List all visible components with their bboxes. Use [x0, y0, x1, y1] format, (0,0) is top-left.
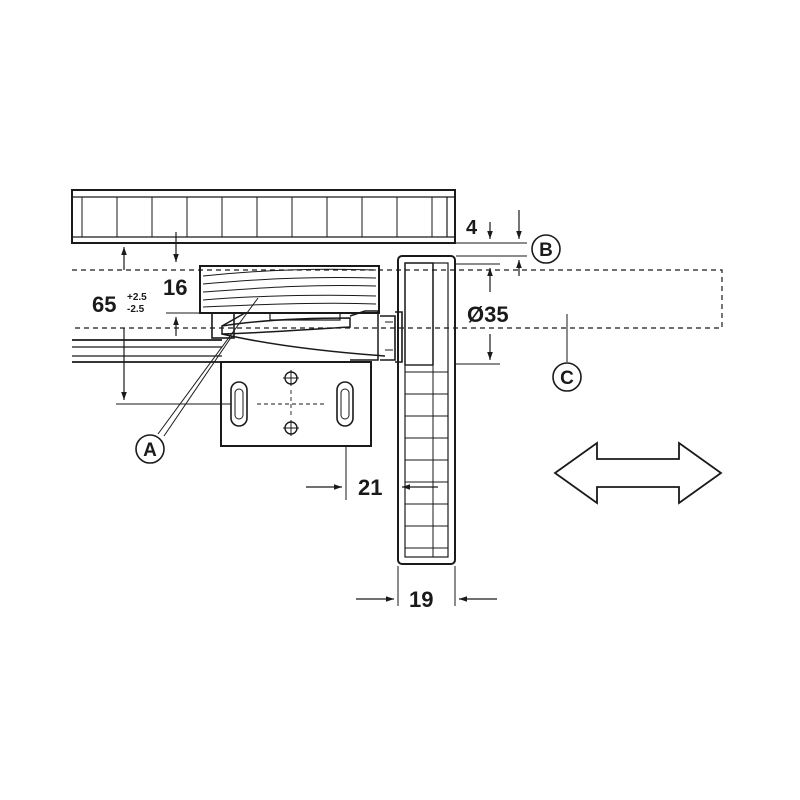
dimension-65-label: 65 — [92, 292, 116, 317]
callout-c: C — [552, 314, 582, 392]
dimension-16-label: 16 — [163, 275, 187, 300]
double-headed-arrow-icon — [553, 441, 723, 505]
dimension-35-label: Ø35 — [467, 302, 509, 327]
cabinet-side-rail — [72, 339, 222, 363]
callout-a: A — [135, 297, 259, 464]
mounting-plate — [220, 361, 372, 447]
hinge-arm — [211, 310, 403, 363]
dimension-65: 65 +2.5 -2.5 — [92, 242, 231, 405]
wood-mounting-block — [199, 265, 380, 314]
callout-c-label: C — [560, 368, 574, 389]
dimension-21: 21 — [306, 446, 438, 500]
dimension-19-label: 19 — [409, 587, 433, 612]
cabinet-door — [397, 255, 456, 565]
dimension-35: Ø35 — [456, 263, 509, 365]
dimension-4: 4 — [456, 210, 527, 276]
dimension-65-tol-lower: -2.5 — [127, 304, 145, 315]
dimension-65-tol-upper: +2.5 — [127, 292, 147, 303]
dimension-16: 16 — [163, 232, 200, 336]
dimension-21-label: 21 — [358, 475, 382, 500]
callout-b: B — [531, 234, 561, 264]
callout-a-label: A — [143, 440, 157, 461]
dimension-4-label: 4 — [466, 217, 478, 239]
dimension-19: 19 — [356, 566, 497, 612]
callout-b-label: B — [539, 240, 553, 261]
cabinet-top-panel — [71, 189, 456, 244]
